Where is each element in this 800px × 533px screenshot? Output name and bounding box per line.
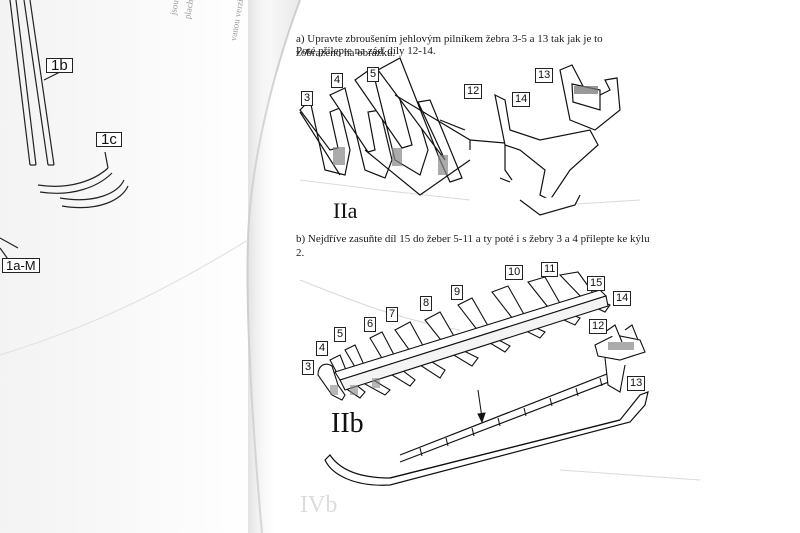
label-1a-m: 1a-M xyxy=(2,258,40,273)
instruction-a: a) Upravte zbroušením jehlovým pilníkem … xyxy=(296,33,603,59)
fig-b-label-9: 9 xyxy=(451,285,464,300)
fig-b-label-4: 4 xyxy=(316,341,329,356)
label-1c: 1c xyxy=(96,132,122,147)
fig-a-label-13: 13 xyxy=(535,68,554,83)
figure-iib-frames xyxy=(317,271,611,401)
fig-b-label-12: 12 xyxy=(589,319,608,334)
fig-b-label-6: 6 xyxy=(364,317,377,332)
figure-iia-title: IIa xyxy=(333,198,358,223)
figure-iia-stern xyxy=(469,64,621,216)
fig-a-label-12: 12 xyxy=(464,84,483,99)
figure-iia-frames xyxy=(299,57,471,196)
fig-a-label-5: 5 xyxy=(367,67,380,82)
fig-b-label-11: 11 xyxy=(541,262,559,277)
assembly-arrow xyxy=(477,389,486,424)
left-page xyxy=(0,0,300,533)
fig-b-label-7: 7 xyxy=(386,307,399,322)
ghost-figure-ivb: IVb xyxy=(300,492,338,518)
fig-b-label-10: 10 xyxy=(505,265,524,280)
figure-iib-title: IIb xyxy=(331,408,364,439)
figure-iia-hatch xyxy=(333,147,448,175)
fig-a-label-3: 3 xyxy=(301,91,314,106)
instruction-a2: Poté přilepte na záď díly 12-14. xyxy=(296,45,436,57)
fig-b-label-15: 15 xyxy=(587,276,606,291)
fig-b-label-8: 8 xyxy=(420,296,433,311)
part-1b-drawing xyxy=(9,0,65,166)
fig-b-label-14: 14 xyxy=(613,291,632,306)
fig-b-label-13: 13 xyxy=(627,376,646,391)
fig-b-label-5: 5 xyxy=(334,327,347,342)
label-1b: 1b xyxy=(46,58,73,73)
part-1c-drawing xyxy=(37,151,129,209)
fig-a-label-4: 4 xyxy=(331,73,344,88)
figure-iib-keel xyxy=(324,371,649,486)
fig-a-label-14: 14 xyxy=(512,92,531,107)
instruction-b: b) Nejdříve zasuňte díl 15 do žeber 5-11… xyxy=(296,233,650,259)
fig-b-label-3: 3 xyxy=(302,360,315,375)
